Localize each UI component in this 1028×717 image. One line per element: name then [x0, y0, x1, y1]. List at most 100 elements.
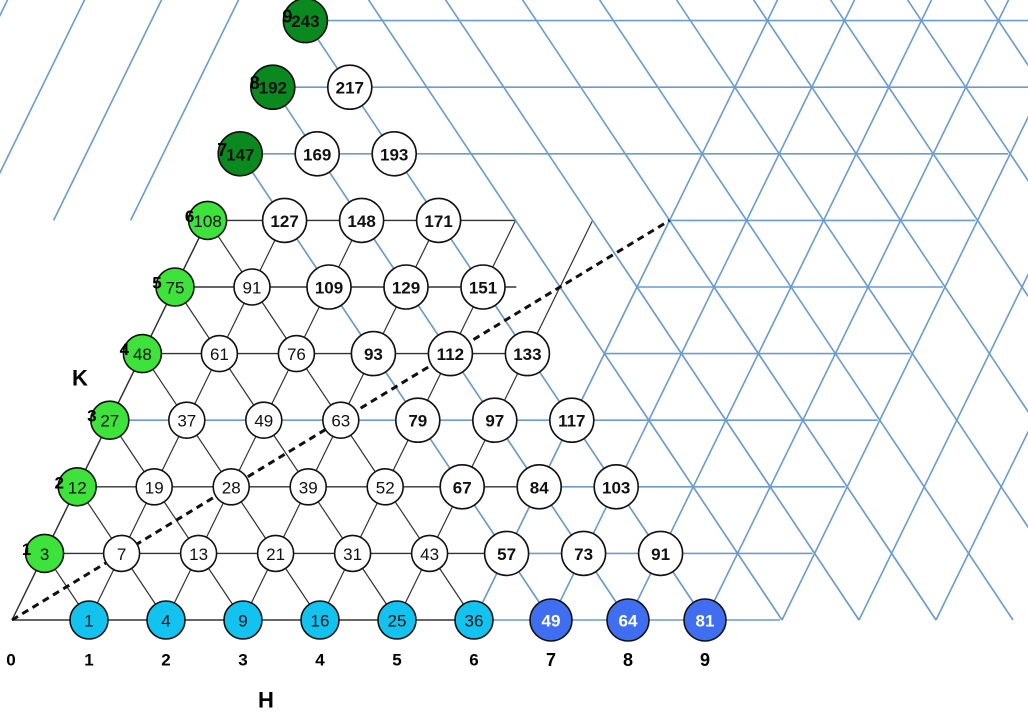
- k-tick-label: 9: [282, 7, 292, 27]
- node-label: 169: [303, 145, 331, 164]
- lattice-node: 9: [223, 600, 263, 640]
- node-label: 28: [222, 478, 241, 497]
- h-tick-label: 8: [623, 650, 633, 670]
- node-label: 148: [347, 212, 375, 231]
- node-label: 75: [166, 279, 185, 298]
- lattice-node: 147: [217, 131, 263, 177]
- grid-line-blue-diag-left-13: [598, 0, 1014, 621]
- k-tick-label: 6: [185, 207, 194, 226]
- node-circle: [383, 264, 429, 310]
- node-label: 151: [469, 279, 497, 298]
- lattice-node: 21: [256, 534, 295, 573]
- grid-line-blue-diag-up-6: [473, 0, 779, 621]
- h-axis-title: H: [258, 688, 274, 713]
- node-label: 84: [530, 478, 549, 497]
- lattice-node: 48: [122, 333, 163, 374]
- node-label: 129: [392, 279, 420, 298]
- node-circle: [338, 197, 385, 244]
- node-circle: [394, 397, 441, 444]
- lattice-node: 28: [212, 467, 250, 506]
- lattice-node: 171: [415, 197, 462, 244]
- k-tick-label: 7: [217, 140, 227, 160]
- grid-line-blue-diag-left-17: [906, 0, 1028, 182]
- grid-line-blue-diag-up-12: [935, 430, 1028, 621]
- node-label: 19: [145, 478, 164, 497]
- node-circle: [454, 600, 494, 640]
- node-circle: [179, 534, 218, 573]
- node-circle: [168, 401, 206, 440]
- lattice-node: 16: [300, 600, 340, 640]
- lattice-node: 67: [439, 463, 486, 510]
- node-circle: [350, 330, 397, 377]
- node-label: 171: [424, 212, 452, 231]
- lattice-node: 4: [146, 600, 186, 640]
- grid-line-blue-diag-up-11: [858, 272, 1028, 621]
- grid-line-blue-diag-up-10: [781, 115, 1028, 621]
- node-circle: [90, 400, 130, 441]
- node-circle: [439, 463, 486, 510]
- lattice-node: 243: [282, 0, 329, 44]
- lattice-node: 192: [249, 64, 296, 110]
- grid-line-blue-diag-up-9: [704, 0, 1010, 621]
- node-circle: [504, 330, 551, 377]
- lattice-node: 57: [483, 530, 530, 577]
- node-circle: [217, 131, 263, 177]
- node-label: 31: [343, 545, 362, 564]
- lattice-node: 97: [471, 397, 518, 444]
- node-circle: [529, 598, 573, 642]
- lattice-node: 13: [179, 534, 218, 573]
- node-circle: [548, 397, 595, 444]
- node-circle: [683, 598, 727, 642]
- node-circle: [377, 600, 417, 640]
- grid-line-blue-diag-up-7: [550, 0, 856, 621]
- node-circle: [427, 330, 474, 377]
- node-label: 193: [380, 145, 408, 164]
- node-circle: [135, 467, 173, 506]
- lattice-node: 112: [427, 330, 474, 377]
- lattice-node: 31: [333, 534, 372, 573]
- node-label: 7: [117, 545, 126, 564]
- lattice-node: 52: [366, 467, 405, 506]
- node-label: 76: [287, 345, 306, 364]
- node-circle: [560, 530, 607, 577]
- lattice-node: 37: [168, 401, 206, 440]
- node-circle: [102, 534, 141, 573]
- node-circle: [146, 600, 186, 640]
- node-circle: [300, 600, 340, 640]
- node-label: 13: [189, 545, 208, 564]
- k-tick-label: 8: [250, 73, 260, 93]
- lattice-node: 148: [338, 197, 385, 244]
- lattice-node: 49: [244, 401, 283, 440]
- node-label: 4: [161, 612, 170, 631]
- node-label: 79: [408, 412, 427, 431]
- lattice-node: 169: [294, 131, 341, 177]
- lattice-node: 19: [135, 467, 173, 506]
- node-circle: [321, 401, 360, 440]
- node-label: 43: [420, 545, 439, 564]
- lattice-node: 103: [593, 463, 640, 510]
- grid-line-blue-diag-up--3: [0, 0, 86, 175]
- node-circle: [637, 530, 684, 577]
- node-label: 9: [238, 612, 247, 631]
- node-circle: [306, 264, 352, 310]
- h-tick-label: 4: [315, 651, 325, 670]
- node-label: 147: [226, 145, 254, 164]
- grid-line-blue-diag-left-10: [367, 0, 783, 621]
- node-label: 37: [177, 412, 196, 431]
- lattice-node: 91: [637, 530, 684, 577]
- node-circle: [366, 467, 405, 506]
- lattice-node: 49: [529, 598, 573, 642]
- lattice-node: 64: [606, 598, 650, 642]
- node-label: 49: [254, 412, 273, 431]
- node-circle: [69, 600, 109, 640]
- lattice-node: 81: [683, 598, 727, 642]
- node-label: 48: [133, 345, 152, 364]
- node-circle: [606, 598, 650, 642]
- node-circle: [122, 333, 163, 374]
- node-circle: [371, 131, 418, 177]
- node-circle: [261, 197, 308, 244]
- grid-line-blue-diag-up-8: [627, 0, 933, 621]
